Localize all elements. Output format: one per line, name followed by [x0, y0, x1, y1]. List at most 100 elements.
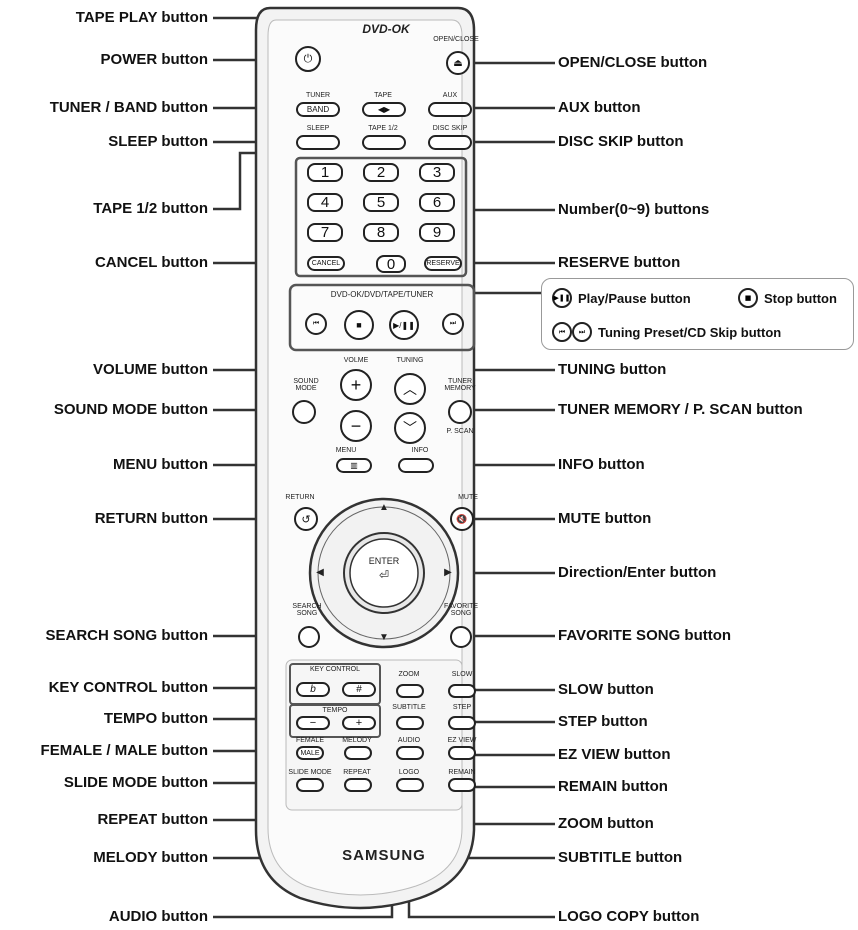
- info-label: INFO: [411, 447, 429, 454]
- disc-skip-button[interactable]: [428, 135, 472, 150]
- callout-tape-play: TAPE PLAY button: [75, 9, 208, 26]
- arrow-down-icon[interactable]: ▼: [379, 632, 389, 643]
- disc-skip-label: DISC SKIP: [432, 125, 468, 132]
- tuner-band-button[interactable]: BAND: [296, 102, 340, 117]
- melody-label: MELODY: [342, 737, 372, 744]
- zoom-label: ZOOM: [398, 671, 420, 678]
- tempo-down-button[interactable]: −: [296, 716, 330, 730]
- melody-button[interactable]: [344, 746, 372, 760]
- tape12-label: TAPE 1/2: [368, 125, 398, 132]
- slow-button[interactable]: [448, 684, 476, 698]
- search-song-button[interactable]: [298, 626, 320, 648]
- info-button[interactable]: [398, 458, 434, 473]
- volume-label: VOLME: [343, 357, 369, 364]
- skip-forward-icon: ⏭: [572, 322, 592, 342]
- cancel-button[interactable]: CANCEL: [307, 256, 345, 271]
- key-control-label: KEY CONTROL: [309, 666, 361, 673]
- legend-stop: Stop button: [764, 291, 837, 306]
- prev-button[interactable]: ⏮: [305, 313, 327, 335]
- eject-icon: ⏏: [453, 57, 463, 69]
- ez-view-button[interactable]: [448, 746, 476, 760]
- callout-subtitle: SUBTITLE button: [558, 849, 683, 866]
- play-pause-button[interactable]: ▶/❚❚: [389, 310, 419, 340]
- logo-button[interactable]: [396, 778, 424, 792]
- callout-mute: MUTE button: [558, 510, 652, 527]
- return-button[interactable]: ↺: [294, 507, 318, 531]
- tempo-label: TEMPO: [322, 707, 348, 714]
- callout-slide-mode: SLIDE MODE button: [63, 774, 208, 791]
- skip-back-icon: ⏮: [312, 320, 320, 327]
- callout-info: INFO button: [558, 456, 645, 473]
- callout-melody: MELODY button: [93, 849, 208, 866]
- tuning-down-button[interactable]: ﹀: [394, 412, 426, 444]
- number-key[interactable]: 0: [376, 255, 406, 273]
- callout-aux: AUX button: [558, 99, 641, 116]
- skip-back-icon: ⏮: [552, 322, 572, 342]
- aux-button[interactable]: [428, 102, 472, 117]
- menu-label: MENU: [335, 447, 357, 454]
- step-button[interactable]: [448, 716, 476, 730]
- female-male-button[interactable]: MALE: [296, 746, 324, 760]
- tuning-label: TUNING: [396, 357, 424, 364]
- callout-power: POWER button: [100, 51, 208, 68]
- tape-play-button[interactable]: ◀▶: [362, 102, 406, 117]
- zoom-button[interactable]: [396, 684, 424, 698]
- callout-female-male: FEMALE / MALE button: [40, 742, 208, 759]
- mute-button[interactable]: 🔇: [450, 507, 474, 531]
- sound-mode-label: SOUND MODE: [293, 378, 319, 392]
- tuner-memory-button[interactable]: [448, 400, 472, 424]
- number-key[interactable]: 5: [363, 193, 399, 212]
- callout-key-control: KEY CONTROL button: [48, 679, 208, 696]
- arrow-right-icon[interactable]: ▶: [444, 567, 452, 578]
- key-sharp-button[interactable]: #: [342, 682, 376, 697]
- arrow-left-icon[interactable]: ◀: [316, 567, 324, 578]
- play-pause-icon: ▶❚❚: [552, 288, 572, 308]
- favorite-song-button[interactable]: [450, 626, 472, 648]
- number-key[interactable]: 2: [363, 163, 399, 182]
- audio-button[interactable]: [396, 746, 424, 760]
- volume-up-button[interactable]: +: [340, 369, 372, 401]
- next-button[interactable]: ⏭: [442, 313, 464, 335]
- menu-button[interactable]: ▥: [336, 458, 372, 473]
- callout-zoom: ZOOM button: [558, 815, 654, 832]
- callout-remain: REMAIN button: [558, 778, 668, 795]
- callout-sleep: SLEEP button: [108, 133, 208, 150]
- repeat-button[interactable]: [344, 778, 372, 792]
- tape12-button[interactable]: [362, 135, 406, 150]
- callout-return: RETURN button: [94, 510, 208, 527]
- enter-icon: ⏎: [378, 568, 390, 582]
- number-key[interactable]: 6: [419, 193, 455, 212]
- subtitle-button[interactable]: [396, 716, 424, 730]
- number-key[interactable]: 9: [419, 223, 455, 242]
- favorite-song-label: FAVORITE SONG: [443, 603, 479, 617]
- female-label: FEMALE: [295, 737, 325, 744]
- power-icon: ⏻: [303, 52, 313, 65]
- power-button[interactable]: ⏻: [295, 46, 321, 72]
- number-key[interactable]: 7: [307, 223, 343, 242]
- volume-down-button[interactable]: −: [340, 410, 372, 442]
- number-key[interactable]: 1: [307, 163, 343, 182]
- arrow-up-icon[interactable]: ▲: [379, 502, 389, 513]
- tuning-up-button[interactable]: ︿: [394, 373, 426, 405]
- number-key[interactable]: 3: [419, 163, 455, 182]
- sound-mode-button[interactable]: [292, 400, 316, 424]
- number-key[interactable]: 4: [307, 193, 343, 212]
- stop-button[interactable]: ■: [344, 310, 374, 340]
- return-label: RETURN: [285, 494, 315, 501]
- sleep-button[interactable]: [296, 135, 340, 150]
- callout-step: STEP button: [558, 713, 648, 730]
- open-close-button[interactable]: ⏏: [446, 51, 470, 75]
- key-flat-button[interactable]: b: [296, 682, 330, 697]
- transport-legend: ▶❚❚ Play/Pause button ■ Stop button ⏮ ⏭ …: [541, 278, 854, 350]
- legend-play-pause: Play/Pause button: [578, 291, 691, 306]
- callout-open-close: OPEN/CLOSE button: [558, 54, 708, 71]
- tempo-up-button[interactable]: +: [342, 716, 376, 730]
- enter-label[interactable]: ENTER: [368, 556, 400, 566]
- reserve-button[interactable]: RESERVE: [424, 256, 462, 271]
- tuner-memory-label: TUNER MEMORY: [444, 378, 476, 392]
- remain-button[interactable]: [448, 778, 476, 792]
- number-key[interactable]: 8: [363, 223, 399, 242]
- callout-direction: Direction/Enter button: [558, 564, 717, 581]
- slide-mode-button[interactable]: [296, 778, 324, 792]
